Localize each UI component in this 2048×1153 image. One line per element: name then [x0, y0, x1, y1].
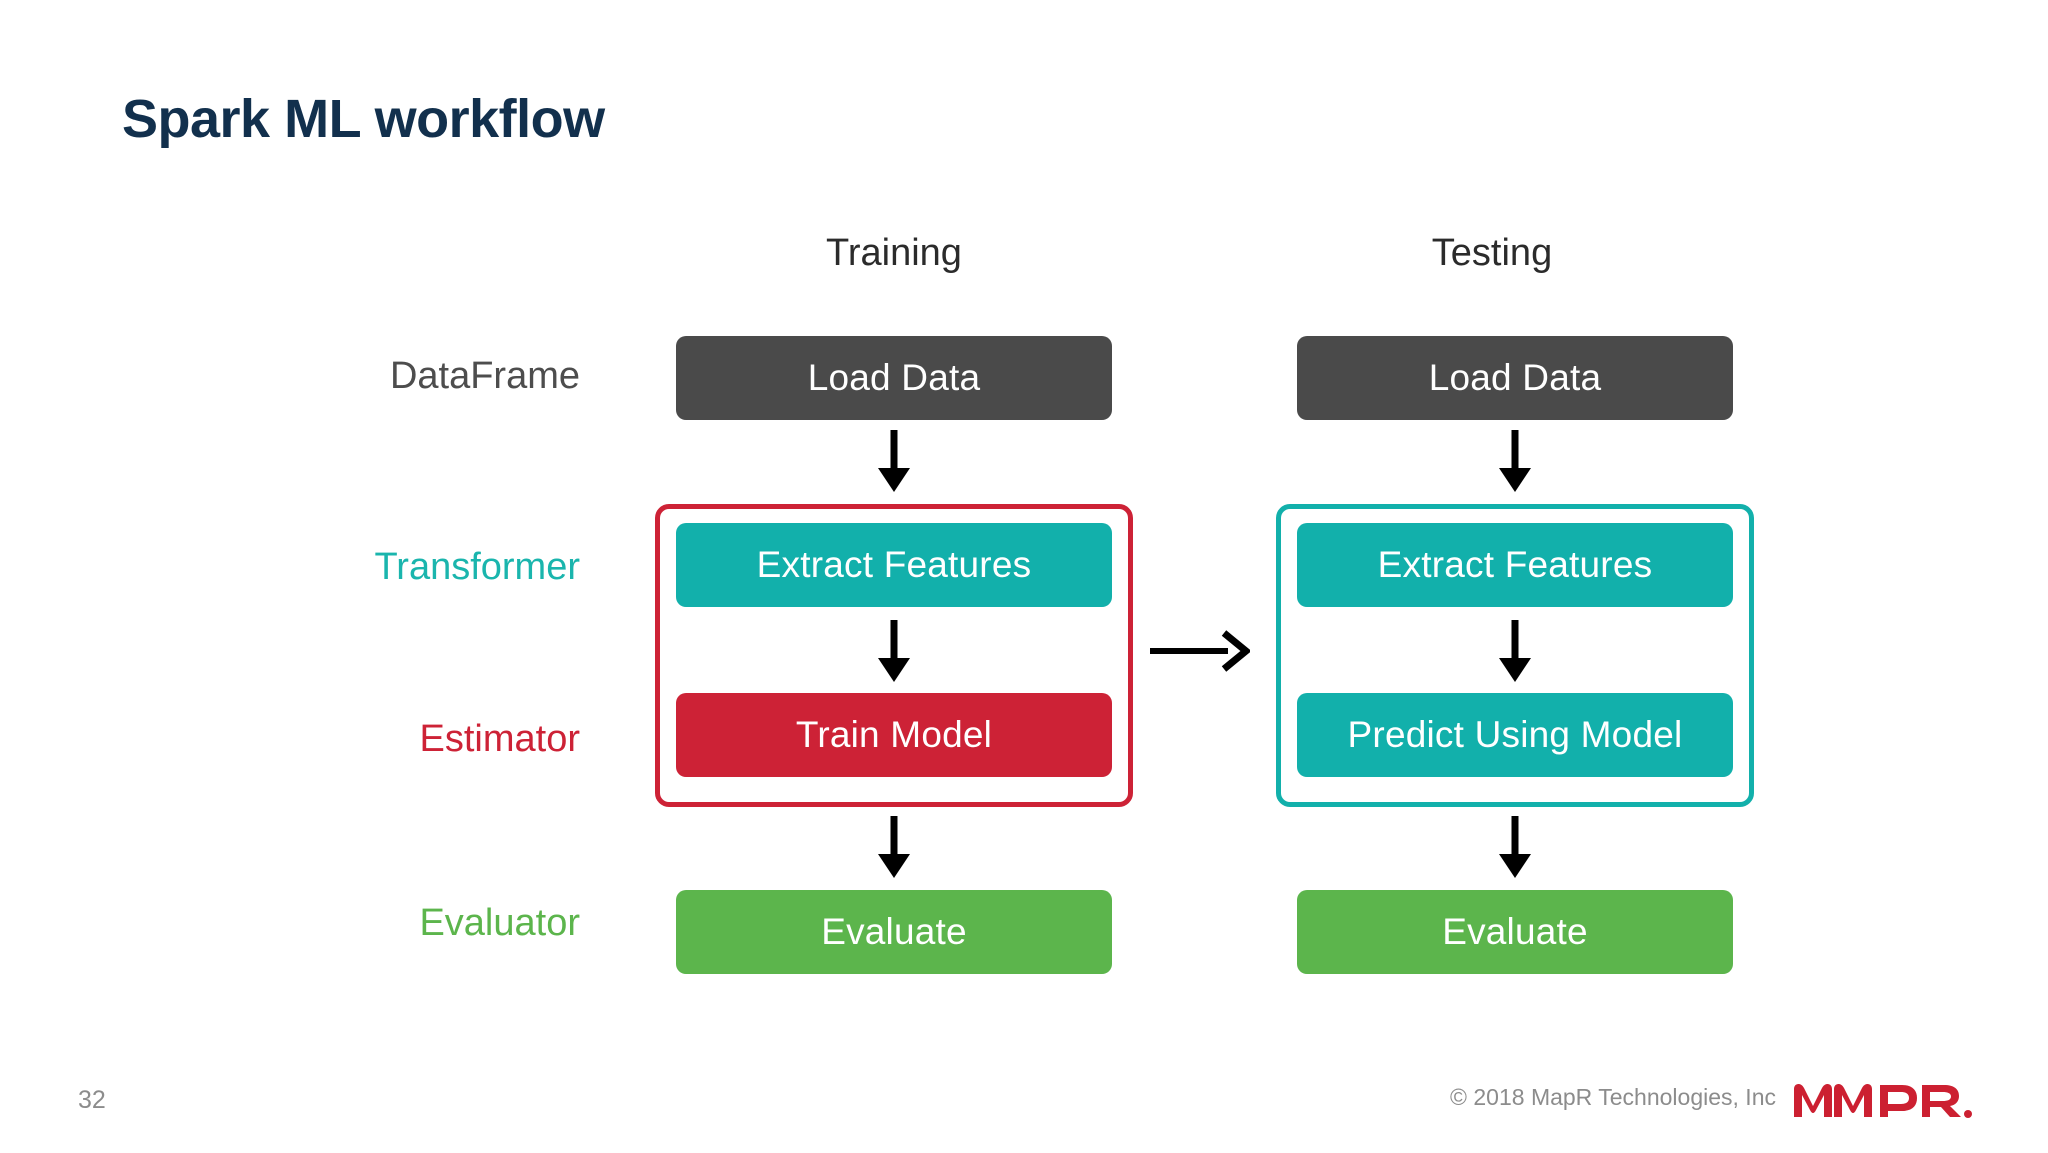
group-frame-training [655, 504, 1133, 807]
row-label-dataframe: DataFrame [389, 355, 580, 397]
node-testing-load-data: Load Data [1297, 336, 1733, 420]
arrow-down-training-load-to-extract [871, 430, 917, 492]
arrow-right-training-to-testing [1150, 620, 1250, 682]
arrow-down-testing-load-to-extract [1492, 430, 1538, 492]
copyright-text: © 2018 MapR Technologies, Inc [1450, 1084, 1776, 1110]
node-training-load-data: Load Data [676, 336, 1112, 420]
row-label-transformer: Transformer [374, 546, 580, 588]
arrow-down-training-train-to-evaluate [871, 816, 917, 878]
arrow-down-training-extract-to-train [871, 620, 917, 682]
node-testing-predict-using-model: Predict Using Model [1297, 693, 1733, 777]
page-number: 32 [78, 1086, 106, 1114]
page-title: Spark ML workflow [122, 89, 605, 149]
arrow-down-testing-extract-to-predict [1492, 620, 1538, 682]
column-header-training: Training [826, 232, 962, 274]
node-training-extract-features: Extract Features [676, 523, 1112, 607]
mapr-logo-icon [1792, 1077, 1978, 1125]
row-label-evaluator: Evaluator [419, 902, 580, 944]
column-header-testing: Testing [1431, 232, 1553, 274]
node-training-evaluate: Evaluate [676, 890, 1112, 974]
node-training-train-model: Train Model [676, 693, 1112, 777]
node-testing-extract-features: Extract Features [1297, 523, 1733, 607]
node-testing-evaluate: Evaluate [1297, 890, 1733, 974]
arrow-down-testing-predict-to-evaluate [1492, 816, 1538, 878]
row-label-estimator: Estimator [419, 718, 580, 760]
group-frame-testing [1276, 504, 1754, 807]
